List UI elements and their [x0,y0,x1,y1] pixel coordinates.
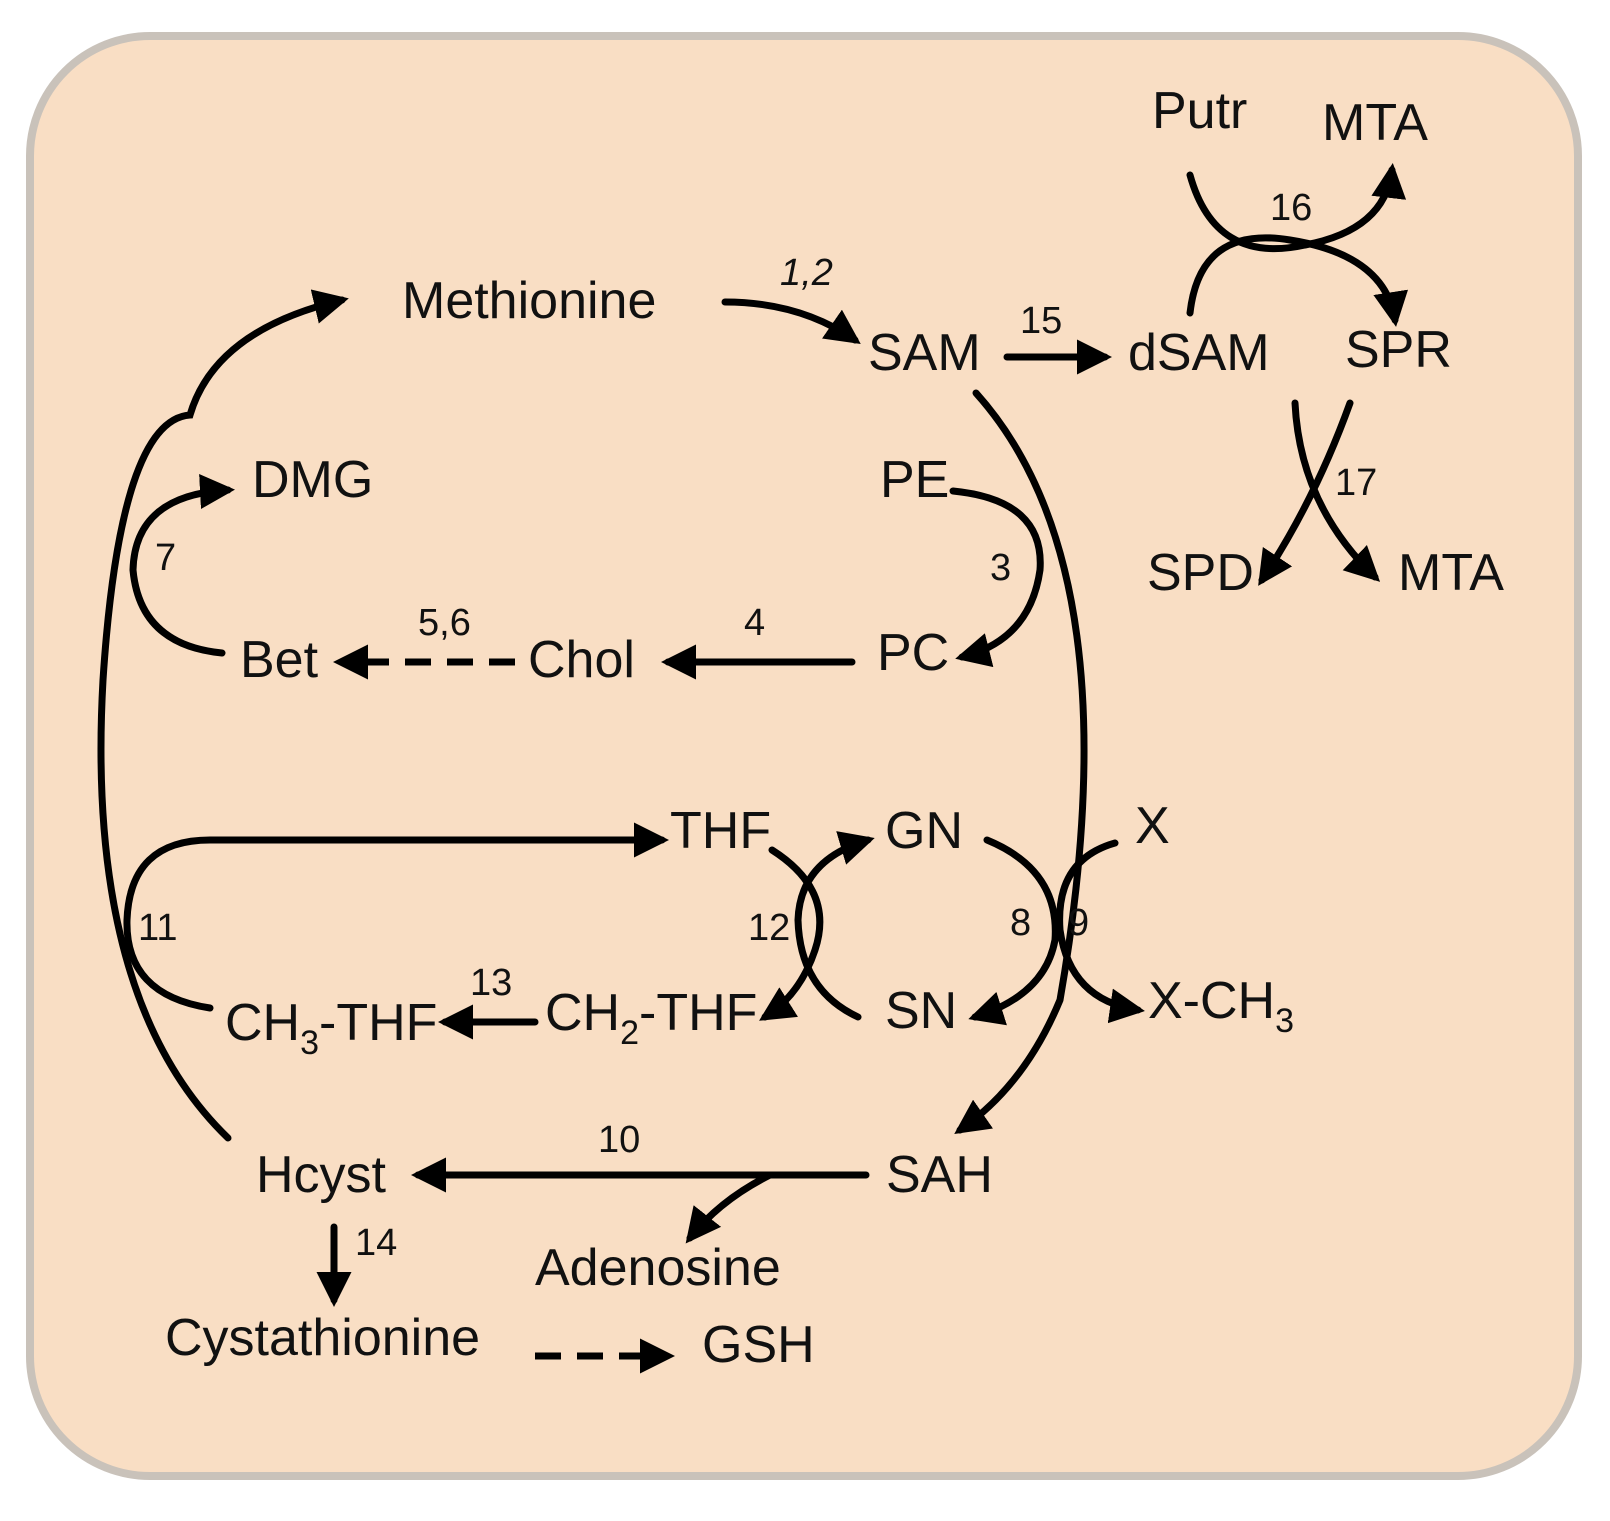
metabolite-sam: SAM [868,324,981,382]
metabolite-mta-top: MTA [1322,94,1428,152]
metabolite-dmg: DMG [252,451,373,509]
arrow-spr-to-mta [1291,399,1381,582]
enzyme-label-13: 13 [470,962,512,1004]
metabolite-sah: SAH [886,1146,993,1204]
metabolite-mta-bottom: MTA [1398,544,1504,602]
metabolite-adenosine: Adenosine [535,1239,781,1297]
enzyme-label-14: 14 [355,1222,397,1264]
metabolite-hcyst: Hcyst [256,1146,387,1204]
metabolite-x-ch3: X-CH3 [1148,972,1294,1040]
enzyme-label-11: 11 [138,907,177,949]
enzyme-labels: 1,2 3 4 5,6 7 8 9 10 11 12 13 14 15 16 1… [138,187,1377,1264]
metabolite-ch3-thf: CH3-THF [225,994,437,1062]
metabolite-labels: Methionine SAM dSAM Putr MTA SPR SPD MTA… [165,82,1504,1374]
arrow-sn-to-gn [794,831,875,1021]
enzyme-label-10: 10 [598,1119,640,1161]
metabolite-gn: GN [885,802,963,860]
metabolite-pe: PE [880,451,949,509]
arrow-thf-to-ch2thf [759,846,824,1021]
metabolite-x: X [1135,797,1170,855]
enzyme-label-7: 7 [155,537,176,579]
arrow-pe-to-pc [949,487,1044,668]
arrow-bet-to-dmg [129,474,235,657]
enzyme-label-4: 4 [744,602,765,644]
enzyme-label-3: 3 [990,547,1011,589]
enzyme-label-16: 16 [1270,187,1312,229]
metabolite-dsam: dSAM [1128,324,1270,382]
enzyme-label-8: 8 [1010,902,1031,944]
arrow-gn-to-sn [968,836,1059,1026]
metabolite-methionine: Methionine [402,272,656,330]
enzyme-label-17: 17 [1335,462,1377,504]
metabolite-spr: SPR [1345,321,1452,379]
metabolite-sn: SN [885,982,957,1040]
enzyme-label-15: 15 [1020,300,1062,342]
arrow-hcyst-to-methionine [97,289,349,1142]
metabolite-ch2-thf: CH2-THF [545,984,757,1052]
arrow-dsam-to-spr [1186,234,1409,327]
diagram-panel [26,32,1582,1480]
arrow-methionine-to-sam [721,298,861,344]
metabolite-cystathionine: Cystathionine [165,1309,480,1367]
enzyme-label-1-2: 1,2 [780,252,833,294]
enzyme-label-12: 12 [748,907,790,949]
metabolite-spd: SPD [1147,544,1254,602]
metabolite-putr: Putr [1152,82,1247,140]
metabolite-bet: Bet [240,631,319,689]
arrow-ch3thf-to-thf [123,822,669,1012]
arrow-sam-to-sah [954,389,1088,1134]
arrow-x-to-xch3 [1056,839,1145,1024]
metabolite-thf: THF [670,802,771,860]
arrow-sah-to-adenosine [685,1171,774,1244]
enzyme-label-9: 9 [1068,902,1089,944]
enzyme-label-5-6: 5,6 [418,602,471,644]
arrow-spr-to-spd [1258,399,1354,586]
metabolite-pc: PC [877,624,949,682]
metabolite-chol: Chol [528,631,635,689]
reaction-arrows [97,163,1409,1374]
metabolite-gsh: GSH [702,1316,815,1374]
